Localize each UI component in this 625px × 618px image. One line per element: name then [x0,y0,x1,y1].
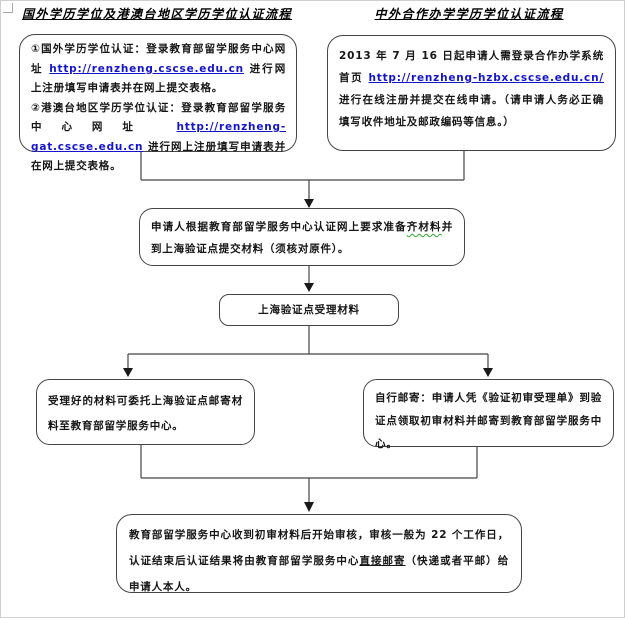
paragraph: 自行邮寄：申请人凭《验证初审受理单》到验证点领取初审材料并邮寄到教育部留学服务中… [375,387,602,456]
hyperlink[interactable]: http://renzheng.cscse.edu.cn [49,62,244,75]
arrow-down-icon [304,502,314,512]
overseas-registration-box: ①国外学历学位认证：登录教育部留学服务中心网址 http://renzheng.… [19,34,297,172]
text-run: ①国外学历学位认证：登录教育部留学服务中心网址 [31,43,286,75]
text-run: 并到上海验证点提交材料（须核对原件）。 [151,221,453,255]
hyperlink[interactable]: http://renzheng-hzbx.cscse.edu.cn/ [368,72,604,84]
text-run: 进行网上注册填写申请表并在网上提交表格。 [31,140,286,173]
text-run: ②港澳台地区学历学位认证：登录教育部留学服务中心网址 [31,101,286,134]
arrow-down-icon [123,368,133,377]
paragraph: 教育部留学服务中心收到初审材料后开始审核，审核一般为 22 个工作日，认证结束后… [129,522,509,600]
paragraph: ①国外学历学位认证：登录教育部留学服务中心网址 http://renzheng.… [31,40,286,99]
arrow-down-icon [483,368,493,377]
text-run: 进行网上注册填写申请表并在网上提交表格。 [31,62,286,95]
text-run: 自行邮寄：申请人凭《验证初审受理单》到验证点领取初审材料并邮寄到教育部留学服务中… [375,392,602,450]
flowchart-title-right: 中外合作办学学历学位认证流程 [374,7,564,21]
arrow-down-icon [304,283,314,292]
flowchart-title-left: 国外学历学位及港澳台地区学历学位认证流程 [21,7,292,21]
text-run: 上海验证点受理材料 [258,304,360,316]
review-result-box: 教育部留学服务中心收到初审材料后开始审核，审核一般为 22 个工作日，认证结束后… [116,514,522,593]
text-run: 进行在线注册并提交在线申请。（请申请人务必正确填写收件地址及邮政编码等信息。） [339,94,604,128]
arrow-down-icon [304,199,314,208]
text-run: 受理好的材料可委托上海验证点邮寄材料至教育部留学服务中心。 [48,395,243,432]
paragraph: 2013 年 7 月 16 日起申请人需登录合作办学系统首页 http://re… [339,45,604,133]
split-connector [123,326,493,377]
text-run: 齐材料 [406,221,442,233]
text-run: 申请人根据教育部留学服务中心认证网上要求准备 [151,221,407,233]
arrow-prepare-to-acceptance [304,266,314,292]
hyperlink[interactable]: http://renzheng-gat.cscse.edu.cn [31,121,286,153]
self-mailing-box: 自行邮寄：申请人凭《验证初审受理单》到验证点领取初审材料并邮寄到教育部留学服务中… [363,379,614,450]
entrust-mailing-box: 受理好的材料可委托上海验证点邮寄材料至教育部留学服务中心。 [36,379,255,445]
joint-program-registration-box: 2013 年 7 月 16 日起申请人需登录合作办学系统首页 http://re… [327,35,616,151]
paragraph: ②港澳台地区学历学位认证：登录教育部留学服务中心网址 http://renzhe… [31,99,286,177]
text-run: 直接邮寄 [359,555,406,567]
paragraph: 上海验证点受理材料 [258,304,360,316]
text-run: （快递或者平邮）给申请人本人。 [129,555,510,593]
page-corner-crop-mark [3,3,13,13]
paragraph: 受理好的材料可委托上海验证点邮寄材料至教育部留学服务中心。 [48,389,243,439]
text-run: 教育部留学服务中心收到初审材料后开始审核，审核一般为 22 个工作日，认证结束后… [129,529,509,567]
prepare-materials-box: 申请人根据教育部留学服务中心认证网上要求准备齐材料并到上海验证点提交材料（须核对… [139,208,465,266]
paragraph: 申请人根据教育部留学服务中心认证网上要求准备齐材料并到上海验证点提交材料（须核对… [151,216,453,260]
text-run: 2013 年 7 月 16 日起申请人需登录合作办学系统首页 [339,50,604,84]
acceptance-box: 上海验证点受理材料 [219,294,399,326]
